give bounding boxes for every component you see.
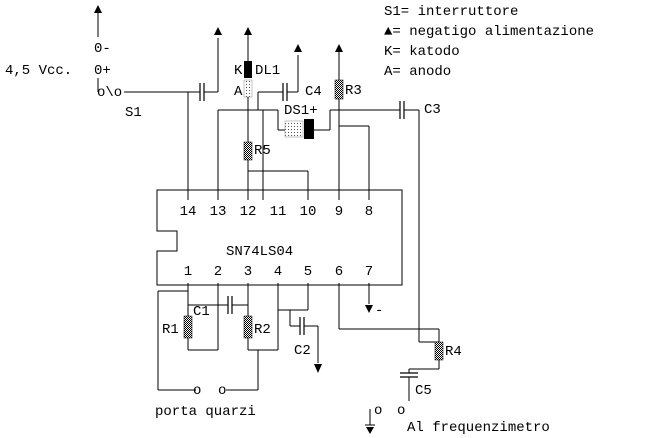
ic-pin-label: 3 [244,264,252,280]
c1-label: C1 [193,304,210,320]
negative-supply-arrow-icon [214,27,222,35]
negative-supply-arrow-icon [294,44,302,52]
led-dl1: K A DL1 R5 [234,27,309,200]
resistor-r4 [434,341,444,361]
resistor-r1 [183,315,193,339]
ic-bottom-pins: 1 2 3 4 5 6 7 [184,264,373,280]
c4-label: C4 [305,84,322,100]
crystal-socket-right: o [218,383,226,399]
crystal-section: C1 R1 R2 o o porta quarzi C2 - R4 [155,283,550,436]
c3-label: C3 [424,102,441,118]
varicap-ds1-anode [284,120,304,138]
switch-s1-symbol: o\o [97,85,122,101]
capacitor-c4: C4 [217,44,322,200]
ground-arrow-icon [365,305,373,313]
anode-label: A [234,84,243,100]
switch-s1-label: S1 [125,105,142,121]
supply-negative-label: 0- [94,41,111,57]
legend-negative-supply: ▲= negatigo alimentazione [384,24,594,40]
ground-arrow-icon [314,364,322,373]
c5-label: C5 [415,383,432,399]
negative-supply-arrow-icon [94,5,102,13]
frequency-counter-label: Al frequenzimetro [407,420,550,436]
c2-label: C2 [294,343,311,359]
varicap-ds1-cathode [304,119,314,139]
ic-pin-label: 14 [180,204,197,220]
r3-label: R3 [345,83,362,99]
supply-positive-label: 0+ [94,63,111,79]
legend-switch: S1= interruttore [384,4,518,20]
ic-pin-label: 5 [304,264,312,280]
resistor-r2 [243,315,253,339]
ic-pin-label: 10 [300,204,317,220]
r2-label: R2 [254,322,271,338]
led-cathode-body [244,61,252,78]
ic-body [156,189,403,286]
ic-pin-label: 12 [240,204,257,220]
ic-pin-label: 1 [184,264,192,280]
pin7-ground-label: - [375,303,383,319]
ds1-label: DS1+ [284,103,318,119]
legend-cathode: K= katodo [384,44,460,60]
negative-supply-arrow-icon [244,27,252,35]
ic-pin-label: 11 [270,204,287,220]
ic-pin-label: 6 [335,264,343,280]
r5-label: R5 [254,143,271,159]
resistor-r5 [243,141,253,161]
legend: S1= interruttore ▲= negatigo alimentazio… [384,4,594,80]
r1-label: R1 [162,322,179,338]
crystal-socket-left: o [193,383,201,399]
ic-pin-label: 13 [210,204,227,220]
crystal-socket-label: porta quarzi [155,404,256,420]
cathode-label: K [234,63,243,79]
ic-name: SN74LS04 [226,244,293,260]
counter-output-socket: o [397,403,405,419]
ic-pin-label: 4 [274,264,282,280]
power-supply: 0- 0+ 4,5 Vcc. o\o S1 [5,5,222,200]
ic-pin-label: 9 [335,204,343,220]
ic-pin-label: 7 [365,264,373,280]
dl1-label: DL1 [255,63,280,79]
counter-ground-socket: o [374,403,382,419]
ic-pin-label: 2 [214,264,222,280]
negative-supply-arrow-icon [335,44,343,52]
resistor-r3 [334,79,344,100]
led-anode-body [243,79,253,98]
varicap-network: R3 DS1+ C3 [277,44,441,342]
r4-label: R4 [445,344,462,360]
supply-voltage-label: 4,5 Vcc. [5,63,72,79]
ic-top-pins: 14 13 12 11 10 9 8 [180,204,374,220]
legend-anode: A= anodo [384,64,451,80]
ic-pin-label: 8 [365,204,373,220]
ground-arrow-icon [366,427,374,434]
